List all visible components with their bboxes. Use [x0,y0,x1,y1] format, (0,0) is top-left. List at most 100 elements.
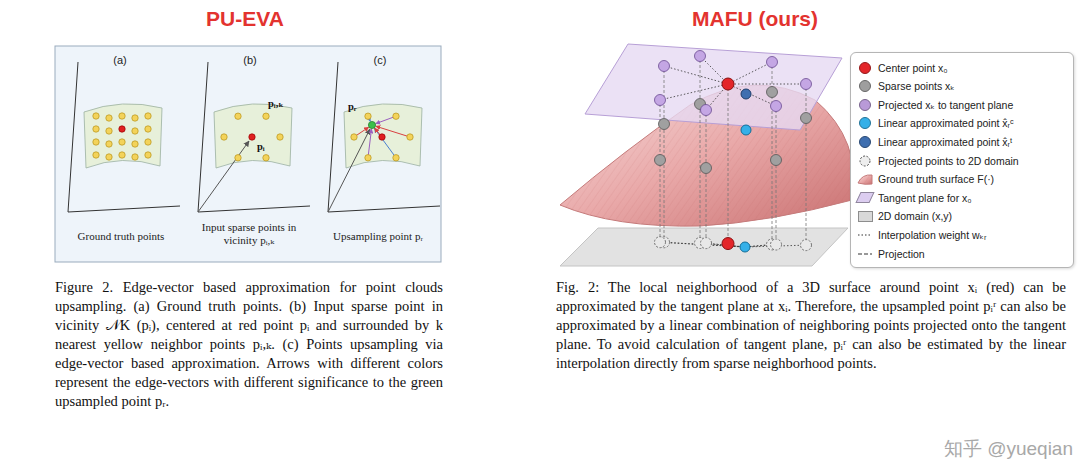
point-dot [235,113,241,119]
point-dot [365,155,371,161]
legend-swatch-holder [857,191,873,205]
tangent-plane [585,44,842,130]
surface-patch [344,104,422,168]
legend-swatch [859,62,871,74]
legend-swatch-holder [857,228,873,242]
legend-sample [857,154,873,168]
axis-line [198,206,310,212]
point-dot [351,134,357,140]
edge-vector [374,128,396,158]
sparse-point [767,87,778,98]
legend-text: Ground truth surface F(·) [878,173,994,185]
point-dot [93,152,99,158]
pu-eva-panels [68,62,440,212]
point-dot [407,134,413,140]
legend-swatch-holder [857,61,873,75]
point-dot [93,139,99,145]
domain-2d [560,228,848,266]
axis-line [328,62,338,212]
legend-swatch-holder [857,116,873,130]
legend-text: Tangent plane for x₀ [878,192,972,204]
projection-line [806,88,807,240]
legend-sample-line [858,253,872,254]
point-label: pᵢ [257,141,277,154]
legend-swatch-holder [857,98,873,112]
point-dot [263,155,269,161]
point-dot [119,126,125,132]
legend-swatch [859,117,871,129]
legend-sample-shape [858,175,872,184]
projected-point [659,61,670,72]
point-dot [368,121,375,128]
interp-weight [728,62,772,84]
point-label: pᵢ,ₖ [268,98,302,111]
legend-swatch [859,99,871,111]
surface-patch [214,104,292,168]
legend-text: 2D domain (x,y) [878,210,952,222]
projected-point [801,79,812,90]
point-dot [393,155,399,161]
point-dot [132,115,138,121]
projected-point [767,57,778,68]
projected-point [655,95,666,106]
position-arrow [328,129,370,212]
legend-text: Linear approximated point x̂ᵣᶜ [878,117,1014,129]
panel-title: PU-EVA [148,6,342,31]
legend-sample-line [858,234,872,235]
center-point [722,78,734,90]
projection-line [706,114,707,238]
axis-line [198,62,208,212]
subfigure-label: Upsampling point pᵣ [318,230,438,243]
center-point-2d [722,238,734,250]
legend-item: Linear approximated point x̂ᵣᶜ [857,115,1014,132]
surface-patch [84,104,162,168]
projected-point [695,51,706,62]
sparse-point [655,155,666,166]
legend-sample-shape [860,156,870,166]
edge-vector [368,129,372,158]
interp-weight [660,84,728,100]
axis-line [328,206,440,212]
point-dot [132,128,138,134]
point-dot [379,134,385,140]
projection-line [700,60,701,238]
legend-sample [857,228,873,242]
panel-2 [328,62,440,212]
projection-line [776,110,777,240]
domain-point [801,240,812,251]
axis-line [68,62,78,212]
subfigure-tag: (a) [105,54,135,67]
figure-frame [55,46,441,262]
legend-swatch-holder [857,209,873,223]
legend-sample-shape [858,175,872,184]
point-dot [119,152,125,158]
panel-0 [68,62,180,212]
subfigure-label: Ground truth points [62,230,180,243]
domain-point [655,237,666,248]
legend-item: Ground truth surface F(·) [857,171,994,188]
legend-swatch [859,136,871,148]
legend-text: Projection [878,248,925,260]
legend-sample [857,172,873,186]
point-dot [132,154,138,160]
point-dot [235,155,241,161]
point-dot [221,134,227,140]
sparse-point [701,163,712,174]
legend-swatch [858,211,873,222]
legend-swatch-holder [857,247,873,261]
legend-text: Projected xₖ to tangent plane [878,99,1013,111]
legend-item: Sparse points xₖ [857,78,955,95]
point-dot [145,126,151,132]
point-dot [145,152,151,158]
point-dot [249,134,255,140]
point-dot [145,139,151,145]
legend-item: 2D domain (x,y) [857,208,952,225]
legend-item: Projected points to 2D domain [857,152,1019,169]
legend-item: Projected xₖ to tangent plane [857,96,1013,113]
point-dot [106,154,112,160]
sparse-point [771,155,782,166]
legend-text: Linear approximated point x̂ᵣᵗ [878,136,1012,148]
subfigure-label: Input sparse points in vicinity pᵢ,ₖ [188,221,310,247]
figure-caption: Figure 2. Edge-vector based approximatio… [55,278,443,411]
